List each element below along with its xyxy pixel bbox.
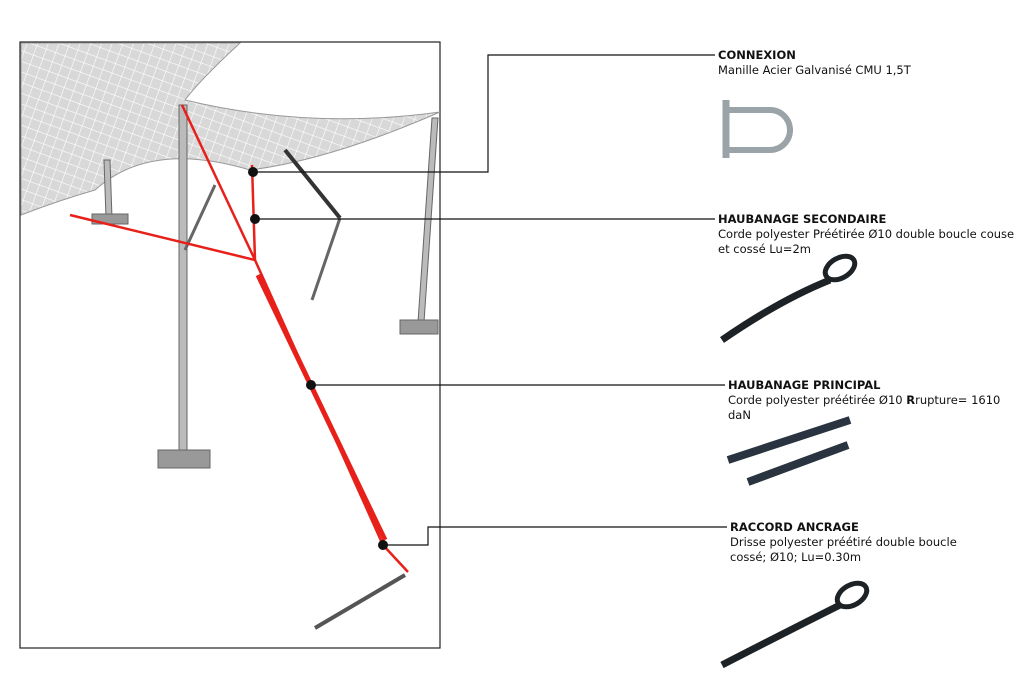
callout-haubanage-secondaire: HAUBANAGE SECONDAIRE Corde polyester Pré… <box>718 212 1018 257</box>
callout-raccord-ancrage: RACCORD ANCRAGE Drisse polyester préétir… <box>730 520 990 565</box>
callout-desc: Corde polyester préétirée Ø10 Rrupture= … <box>728 393 1001 422</box>
rope-loop-icon <box>720 580 870 669</box>
shade-sail <box>20 42 441 216</box>
shackle-icon <box>722 100 793 158</box>
callout-desc: Drisse polyester préétiré double boucle … <box>730 535 957 564</box>
callout-desc: Manille Acier Galvanisé CMU 1,5T <box>718 63 911 77</box>
rope-icon <box>726 416 852 486</box>
callout-title: HAUBANAGE SECONDAIRE <box>718 212 887 226</box>
guy-ropes <box>69 104 409 573</box>
callout-dots <box>248 167 388 550</box>
callout-title: CONNEXION <box>718 48 796 62</box>
leader-lines <box>253 54 727 546</box>
rope-loop-icon <box>720 253 858 343</box>
callout-desc: Corde polyester Préétirée Ø10 double bou… <box>718 227 1015 256</box>
callout-title: RACCORD ANCRAGE <box>730 520 859 534</box>
poles <box>91 104 439 630</box>
callout-connexion: CONNEXION Manille Acier Galvanisé CMU 1,… <box>718 48 911 78</box>
callout-title: HAUBANAGE PRINCIPAL <box>728 378 881 392</box>
callout-haubanage-principal: HAUBANAGE PRINCIPAL Corde polyester préé… <box>728 378 1024 423</box>
